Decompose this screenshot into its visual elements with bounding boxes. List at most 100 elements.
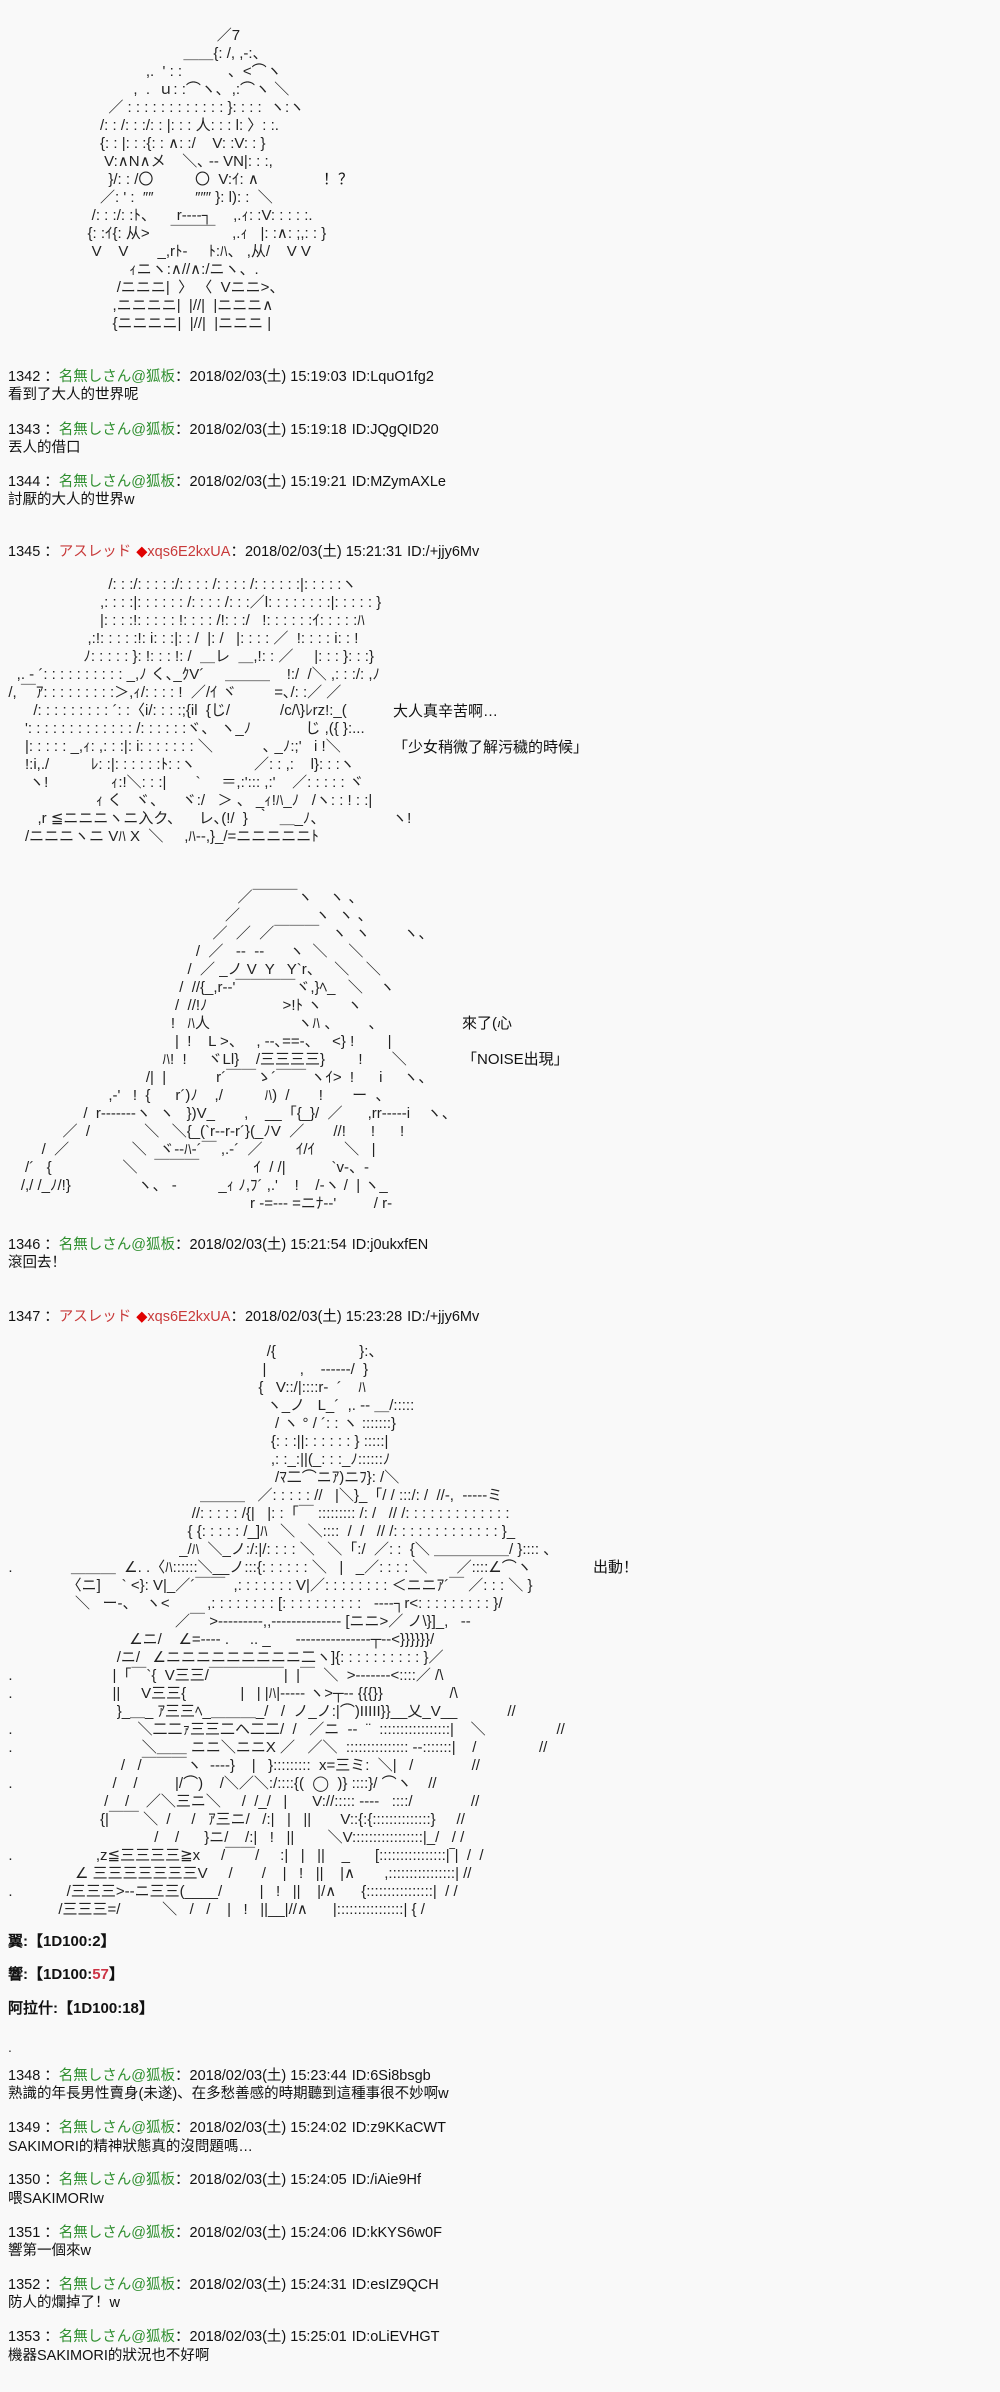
ascii-art-girl: ／7 ＿＿{: /, ,-:、 ,. ' : : 、<⌒ヽ , . ｕ: :⌒ヽ…	[87, 27, 327, 332]
poster-id: ID:/+jjy6Mv	[407, 544, 480, 560]
post-date: 2018/02/03(土) 15:24:05	[189, 2172, 347, 2188]
poster-name: 名無しさん@狐板	[58, 474, 175, 490]
post-body: 熟識的年長男性賣身(未遂)、在多愁善感的時期聽到這種事很不妙啊w	[8, 2086, 449, 2102]
author-name: アスレッド	[58, 544, 132, 560]
post-number[interactable]: 1349	[8, 2120, 41, 2136]
post-date: 2018/02/03(土) 15:19:03	[189, 369, 347, 385]
trip-diamond-icon: ◆	[136, 1309, 148, 1325]
poster-name: 名無しさん@狐板	[58, 369, 175, 385]
aa-caption: 「NOISE出現」	[462, 1051, 569, 1068]
poster-name: 名無しさん@狐板	[58, 2225, 175, 2241]
separator: ：	[230, 544, 245, 560]
post-number[interactable]: 1344	[8, 474, 41, 490]
separator: ：	[44, 1309, 59, 1325]
dice-value-highlight: 57	[92, 1966, 109, 1983]
ascii-art-noise: ／￣￣￣ヽ ヽ 、 ／ ヽ ヽ 、 ／ ／ ／￣￣￣ ヽ ヽ ヽ、	[20, 889, 457, 1212]
post-body: 喂SAKIMORIw	[8, 2191, 104, 2207]
post-body: 響第一個來w	[8, 2243, 91, 2259]
post-header: 1347：アスレッド◆xqs6E2kxUA：2018/02/03(土) 15:2…	[8, 1308, 479, 1326]
post-number[interactable]: 1352	[8, 2277, 41, 2293]
spacer-dot: .	[8, 2039, 12, 2055]
poster-id: ID:j0ukxfEN	[351, 1237, 429, 1253]
post-date: 2018/02/03(土) 15:21:31	[244, 544, 403, 560]
dice-roll-arash: 阿拉什:【1D100:18】	[8, 2000, 154, 2018]
post-number[interactable]: 1345	[8, 544, 41, 560]
post-number[interactable]: 1348	[8, 2068, 41, 2084]
separator: ：	[44, 369, 59, 385]
separator: ：	[175, 2225, 190, 2241]
separator: ：	[44, 2120, 59, 2136]
ascii-art-scene: /: : :/: : : : :/: : : : /: : : : /: : :…	[8, 576, 412, 845]
poster-id: ID:LquO1fg2	[351, 369, 434, 385]
separator: ：	[44, 2329, 59, 2345]
post-body: 滾回去！	[8, 1255, 66, 1271]
dice-suffix: 】	[100, 1933, 116, 1950]
poster-name: 名無しさん@狐板	[58, 2120, 175, 2136]
post-number[interactable]: 1353	[8, 2329, 41, 2345]
separator: ：	[175, 2120, 190, 2136]
poster-id: ID:esIZ9QCH	[351, 2277, 439, 2293]
post-date: 2018/02/03(土) 15:23:44	[189, 2068, 347, 2084]
poster-name: 名無しさん@狐板	[58, 2277, 175, 2293]
poster-id: ID:/iAie9Hf	[351, 2172, 422, 2188]
poster-name: 名無しさん@狐板	[58, 422, 175, 438]
separator: ：	[44, 544, 59, 560]
dice-roll-hibiki: 響:【1D100:57】	[8, 1966, 124, 1984]
post-body: SAKIMORI的精神狀態真的沒問題嗎…	[8, 2139, 253, 2155]
separator: ：	[175, 2329, 190, 2345]
dice-roll-tsubasa: 翼:【1D100:2】	[8, 1933, 116, 1951]
separator: ：	[175, 2277, 190, 2293]
dice-suffix: 】	[108, 1966, 124, 1983]
aa-caption: 出動！	[593, 1559, 639, 1576]
dice-value: 18	[122, 2000, 139, 2017]
aa-caption: 「少女稍微了解污穢的時候」	[393, 739, 589, 756]
post-number[interactable]: 1350	[8, 2172, 41, 2188]
separator: ：	[44, 2225, 59, 2241]
aa-caption: 來了(心	[462, 1015, 512, 1032]
tripcode: xqs6E2kxUA	[147, 1309, 231, 1325]
post-number[interactable]: 1347	[8, 1309, 41, 1325]
separator: ：	[175, 2068, 190, 2084]
author-name: アスレッド	[58, 1309, 132, 1325]
poster-id: ID:6Si8bsgb	[351, 2068, 431, 2084]
post-header: 1345：アスレッド◆xqs6E2kxUA：2018/02/03(土) 15:2…	[8, 543, 479, 561]
dice-prefix: 響:【1D100:	[8, 1966, 93, 1983]
dice-prefix: 翼:【1D100:	[8, 1933, 93, 1950]
post-number[interactable]: 1351	[8, 2225, 41, 2241]
post-date: 2018/02/03(土) 15:19:18	[189, 422, 347, 438]
post-number[interactable]: 1346	[8, 1237, 41, 1253]
poster-name: 名無しさん@狐板	[58, 2068, 175, 2084]
post-date: 2018/02/03(土) 15:23:28	[244, 1309, 403, 1325]
separator: ：	[175, 474, 190, 490]
post-number[interactable]: 1343	[8, 422, 41, 438]
post-body: 丟人的借口	[8, 440, 81, 456]
aa-caption: 大人真辛苦啊…	[393, 703, 499, 720]
poster-name: 名無しさん@狐板	[58, 2172, 175, 2188]
separator: ：	[44, 2068, 59, 2084]
poster-name: 名無しさん@狐板	[58, 2329, 175, 2345]
separator: ：	[175, 1237, 190, 1253]
separator: ：	[175, 2172, 190, 2188]
post-date: 2018/02/03(土) 15:24:31	[189, 2277, 347, 2293]
separator: ：	[44, 474, 59, 490]
post-date: 2018/02/03(土) 15:21:54	[189, 1237, 347, 1253]
aa-caption: ！？	[323, 171, 354, 188]
ascii-art-mecha: /{ }:、 | , -‐‐‐‐‐/ } { V::/|::::r‐ ´ ﾊ	[8, 1343, 565, 1918]
post-number[interactable]: 1342	[8, 369, 41, 385]
separator: ：	[44, 2172, 59, 2188]
poster-id: ID:JQgQID20	[351, 422, 439, 438]
separator: ：	[44, 1237, 59, 1253]
poster-id: ID:/+jjy6Mv	[407, 1309, 480, 1325]
dice-suffix: 】	[138, 2000, 154, 2017]
separator: ：	[230, 1309, 245, 1325]
